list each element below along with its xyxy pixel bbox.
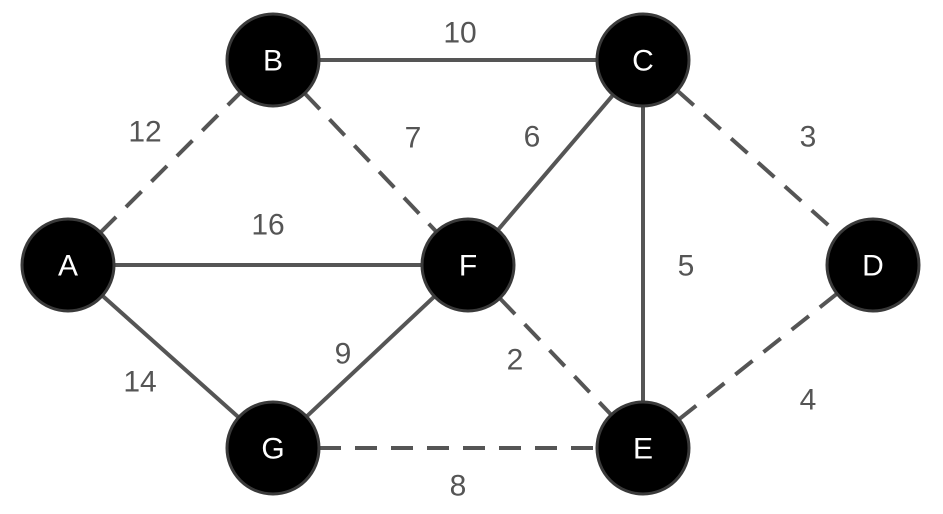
edge-weight-c-e: 5 — [678, 250, 695, 283]
edge-weight-e-d: 4 — [800, 384, 817, 417]
node-circle — [825, 217, 921, 313]
edge-weight-g-f: 9 — [335, 338, 352, 371]
weights-layer: 10 12 7 6 3 16 5 14 9 2 4 8 — [123, 17, 816, 503]
edge-weight-b-f: 7 — [405, 122, 422, 155]
node-circle — [225, 400, 321, 496]
node-f: F — [420, 217, 516, 313]
nodes-layer: A B C D E F G — [20, 12, 921, 496]
node-d: D — [825, 217, 921, 313]
edge-weight-a-f: 16 — [251, 209, 284, 242]
edge-a-b — [99, 91, 242, 234]
node-circle — [420, 217, 516, 313]
node-label: F — [459, 250, 477, 283]
edge-weight-c-d: 3 — [800, 121, 817, 154]
node-circle — [595, 12, 691, 108]
node-label: D — [862, 250, 884, 283]
edge-weight-a-b: 12 — [128, 116, 161, 149]
node-e: E — [595, 400, 691, 496]
edge-weight-c-f: 6 — [524, 121, 541, 154]
node-g: G — [225, 400, 321, 496]
edge-c-f — [496, 93, 615, 232]
edge-g-f — [305, 295, 436, 418]
node-a: A — [20, 217, 116, 313]
edge-f-e — [498, 296, 613, 417]
edge-weight-a-g: 14 — [123, 366, 156, 399]
edge-c-d — [676, 89, 840, 236]
edge-weight-f-e: 2 — [507, 344, 524, 377]
edge-b-f — [303, 91, 438, 234]
node-circle — [20, 217, 116, 313]
node-label: C — [632, 45, 654, 78]
node-b: B — [225, 12, 321, 108]
edge-weight-b-c: 10 — [443, 17, 476, 50]
edge-a-g — [100, 294, 241, 419]
node-label: G — [261, 433, 284, 466]
node-label: E — [633, 433, 653, 466]
node-c: C — [595, 12, 691, 108]
edges-layer — [99, 58, 840, 450]
node-label: A — [58, 250, 78, 283]
node-circle — [595, 400, 691, 496]
node-circle — [225, 12, 321, 108]
edge-weight-g-e: 8 — [450, 470, 467, 503]
node-label: B — [263, 45, 283, 78]
